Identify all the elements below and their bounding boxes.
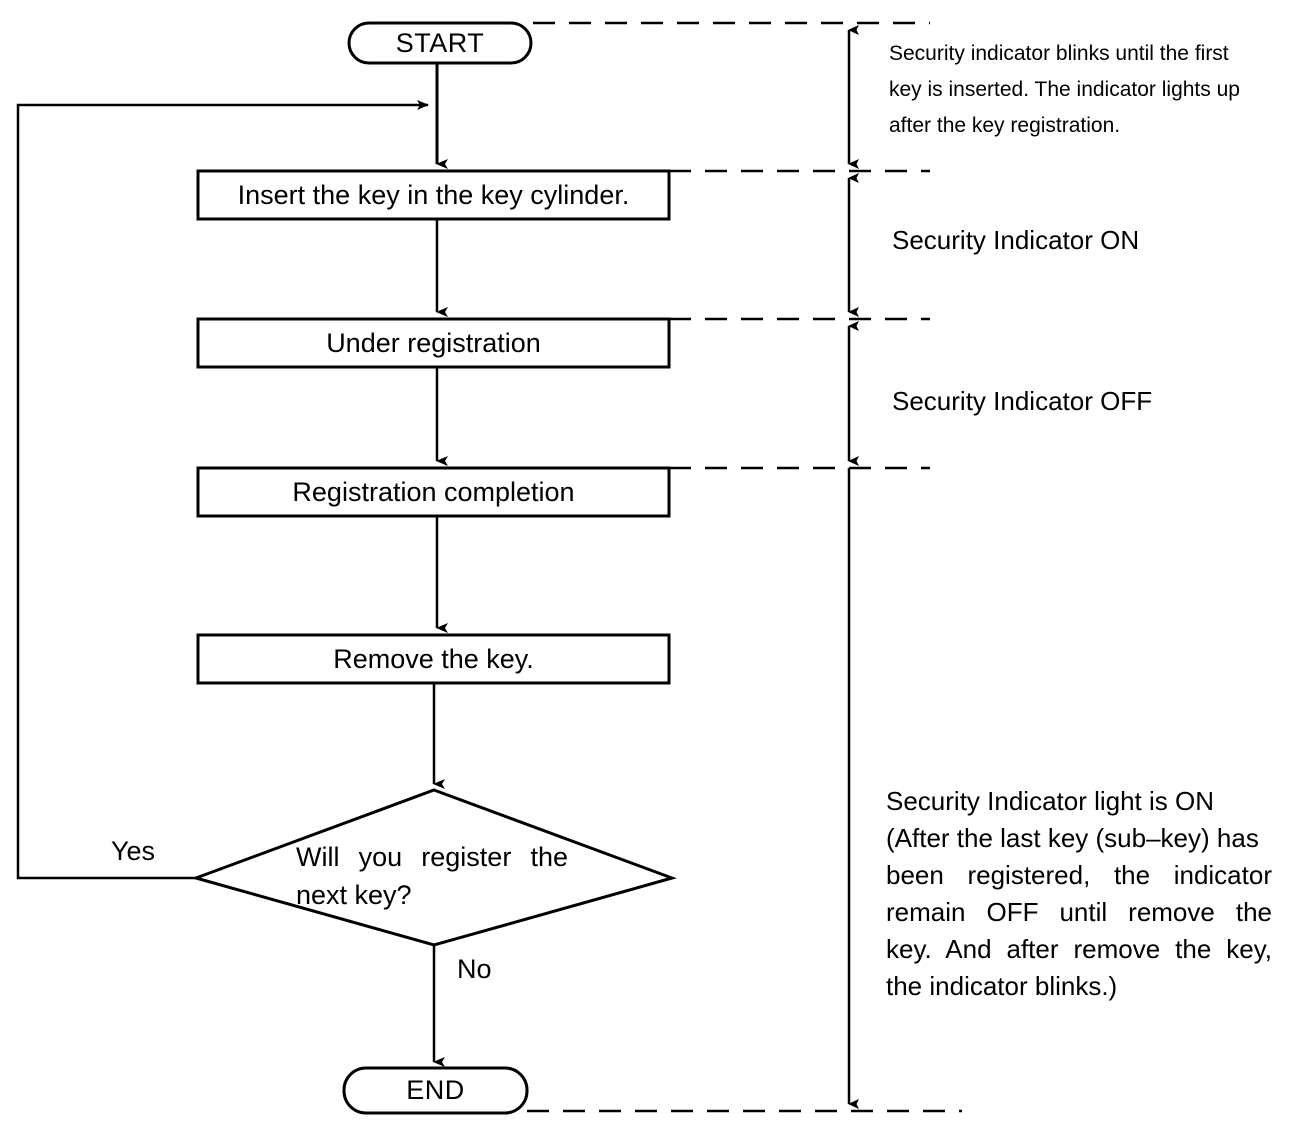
annotation-top-note-line3: after the key registration. — [889, 114, 1121, 138]
node-registration-completion-label: Registration completion — [292, 477, 575, 507]
branch-label-yes: Yes — [111, 836, 156, 866]
node-start-label: START — [395, 28, 485, 58]
annotation-bottom-note: Security Indicator light is ON (After th… — [886, 783, 1272, 1004]
node-insert-key-shape — [196, 169, 671, 221]
annotation-bottom-note-line5: key. And after remove the key, — [886, 933, 1272, 964]
annotation-bottom-note-line1: Security Indicator light is ON — [886, 786, 1215, 816]
node-registration-completion-shape — [196, 466, 671, 518]
node-end-shape — [342, 1066, 529, 1115]
annotation-bottom-note-line4: remain OFF until remove the — [886, 896, 1272, 927]
node-under-registration-shape — [196, 317, 671, 369]
decision-label-line2: next key? — [296, 880, 412, 911]
node-start-shape — [347, 21, 533, 65]
annotation-top-note-line2: key is inserted. The indicator lights up — [889, 78, 1240, 102]
connector-yes-feedback-loop — [16, 100, 429, 880]
node-end-label: END — [406, 1075, 465, 1105]
annotation-bottom-note-line3: been registered, the indicator — [886, 859, 1272, 890]
decision-label-line1: Will you register the — [296, 842, 568, 872]
annotation-bottom-note-line2: (After the last key (sub–key) has — [886, 822, 1259, 853]
annotation-indicator-on: Security Indicator ON — [892, 225, 1140, 255]
annotation-top-note-line1: Security indicator blinks until the firs… — [889, 42, 1229, 65]
annotation-bottom-note-line6: the indicator blinks.) — [886, 970, 1118, 1001]
branch-label-no: No — [457, 954, 492, 984]
annotation-indicator-off: Security Indicator OFF — [892, 386, 1153, 416]
annotation-top-note: Security indicator blinks until the firs… — [889, 36, 1289, 144]
node-remove-key-label: Remove the key. — [333, 644, 534, 674]
node-under-registration-label: Under registration — [326, 328, 541, 358]
node-insert-key-label: Insert the key in the key cylinder. — [237, 180, 630, 210]
node-decision-label: Will you register the next key? — [296, 838, 568, 915]
